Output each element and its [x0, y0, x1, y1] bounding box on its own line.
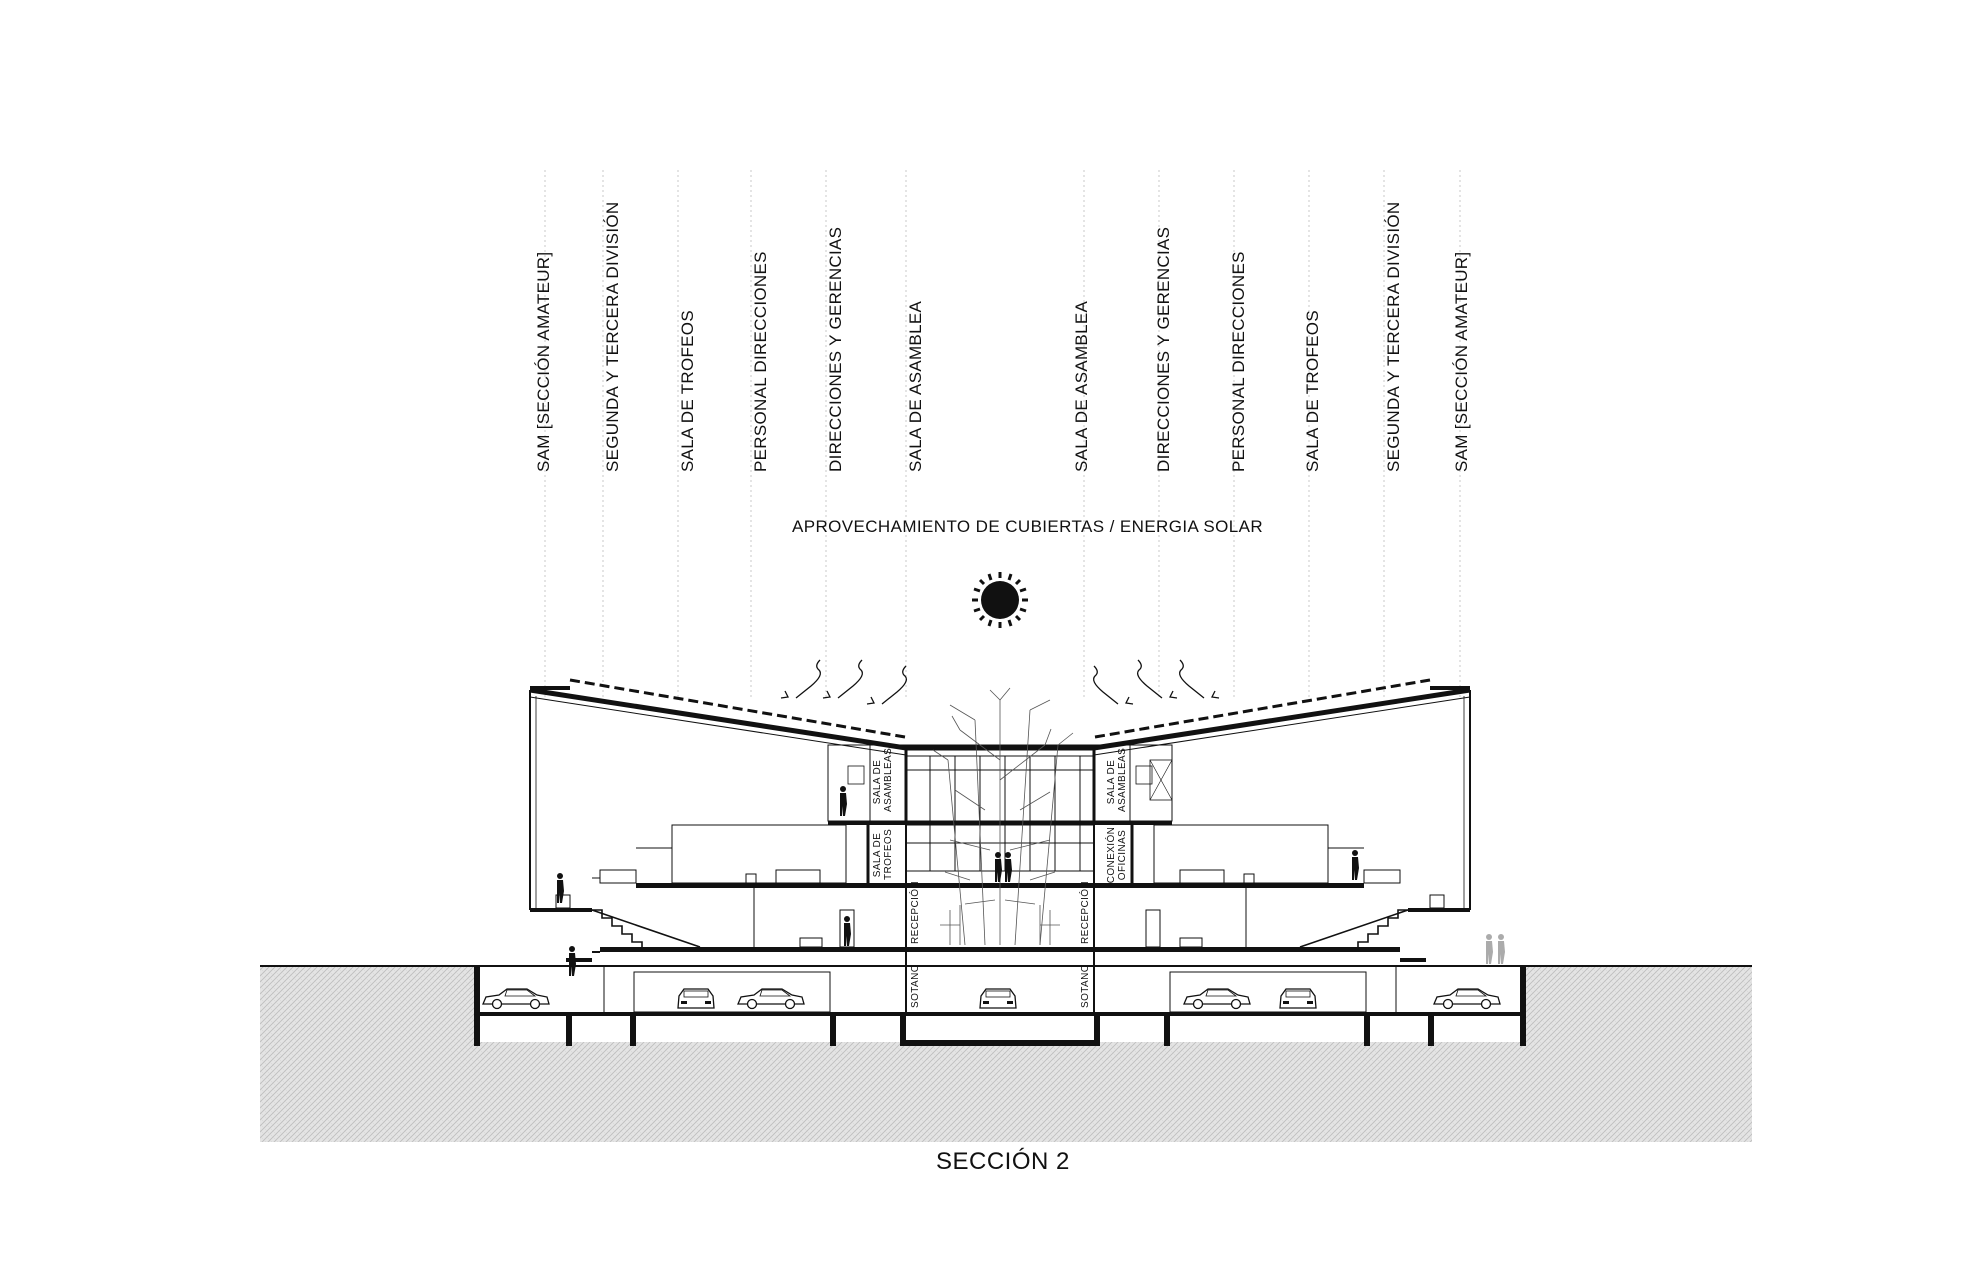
foundations — [474, 1016, 1526, 1046]
section-title: SECCIÓN 2 — [936, 1148, 1070, 1175]
facades — [529, 690, 1471, 910]
roof-caption: APROVECHAMIENTO DE CUBIERTAS / ENERGIA S… — [792, 517, 1264, 536]
tree-icon — [932, 687, 1074, 946]
solar-panels — [569, 678, 1431, 739]
lower-rooms — [555, 869, 1445, 948]
basement — [566, 951, 1426, 1013]
sun-icon — [972, 572, 1028, 628]
solar-ray-icon — [780, 659, 1220, 705]
program-guide-lines — [544, 170, 1461, 700]
middle-rooms — [636, 824, 1364, 884]
stairs — [591, 909, 1409, 948]
